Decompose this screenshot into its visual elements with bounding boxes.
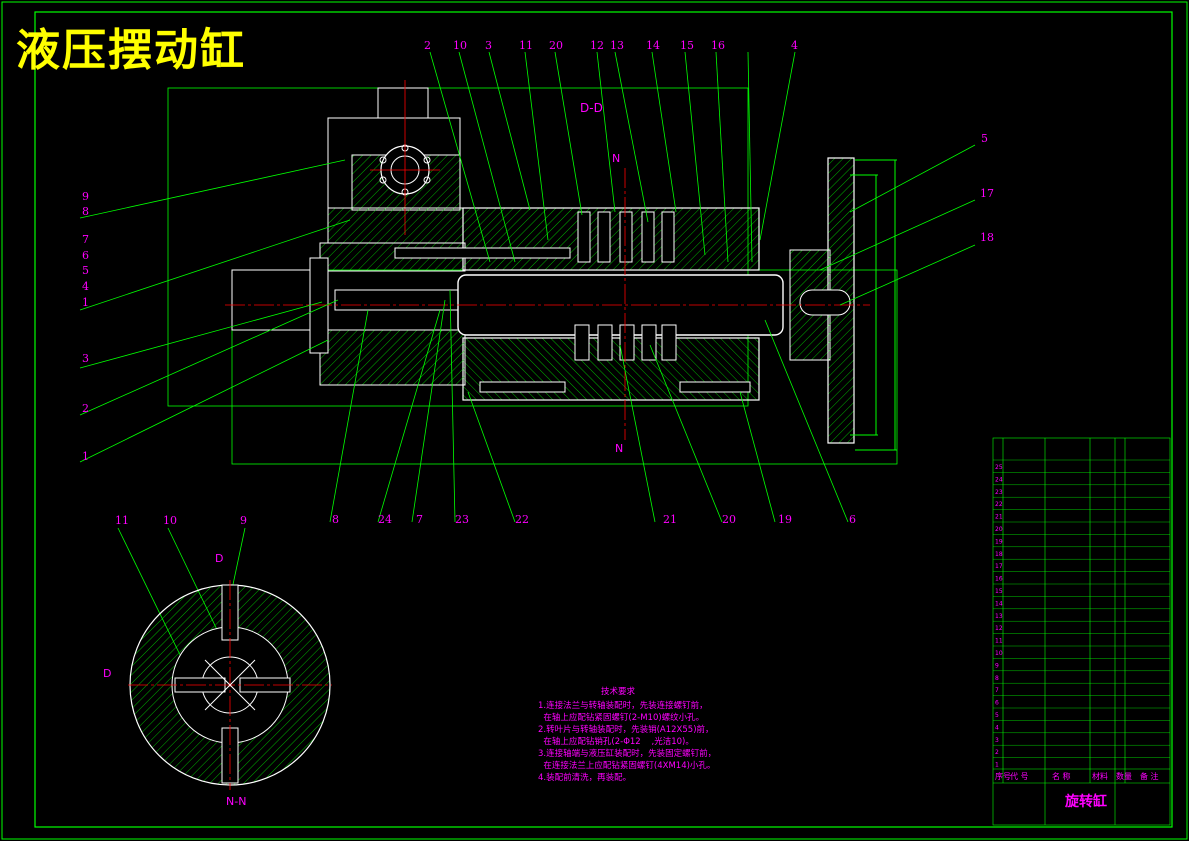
balloon-right: 18 [980,231,994,244]
balloon-bottom: 6 [849,513,856,526]
balloon-left: 8 [82,205,89,218]
bom-header: 备 注 [1140,771,1159,781]
tech-heading: 技术要求 [538,686,698,698]
balloon-left: 5 [82,264,89,277]
bom-header: 代 号 [1010,771,1029,781]
balloon-top: 11 [519,39,533,52]
bom-row-number: 9 [995,662,999,669]
balloon-top: 12 [590,39,604,52]
balloon-bottom: 20 [722,513,736,526]
bom-row-number: 19 [995,538,1003,545]
bom-table [993,438,1170,825]
balloon-left: 1 [82,450,89,463]
bom-row-number: 16 [995,576,1003,583]
bom-row-number: 2 [995,749,999,756]
tech-line: 1.连接法兰与转轴装配时，先装连接螺钉前， [538,700,716,712]
balloon-left: 2 [82,402,89,415]
bom-row-number: 12 [995,625,1003,632]
bom-row-number: 21 [995,514,1003,521]
balloon-bottom: 21 [663,513,677,526]
bom-rows: 2524232221201918171615141312111098765432… [993,460,1170,781]
tech-line: 3.连接轴端与液压缸装配时，先装固定螺钉前， [538,748,716,760]
balloon-top: 15 [680,39,694,52]
bom-row-number: 10 [995,650,1003,657]
technical-requirements: 技术要求 1.连接法兰与转轴装配时，先装连接螺钉前， 在轴上应配钻紧固螺钉(2-… [538,686,716,784]
drawing-title: 液压摆动缸 [16,14,246,78]
balloon-bottom: 24 [378,513,392,526]
balloon-bottom: 19 [778,513,792,526]
balloon-top: 16 [711,39,725,52]
balloon-top: 2 [424,39,431,52]
bom-row-number: 11 [995,638,1003,645]
tech-line: 4.装配前清洗，再装配。 [538,772,716,784]
section-dd-label: D-D [580,101,603,115]
section-d-left-label: D [103,667,111,680]
bom-header: 序号 [995,771,1011,781]
valve-block [328,80,463,243]
balloon-top: 14 [646,39,660,52]
balloon-top: 3 [485,39,492,52]
bom-row-number: 7 [995,687,999,694]
balloon-top: 20 [549,39,563,52]
bom-row-number: 5 [995,712,999,719]
balloon-left: 9 [82,190,89,203]
balloon-section: 11 [115,514,129,527]
balloon-left: 1 [82,296,89,309]
bom-header: 名 称 [1052,771,1071,781]
balloon-bottom: 23 [455,513,469,526]
bom-header: 材料 [1092,771,1108,781]
bom-row-number: 24 [995,476,1003,483]
bom-row-number: 25 [995,464,1003,471]
balloon-bottom: 22 [515,513,529,526]
section-n-bottom-label: N [615,442,623,455]
balloon-top: 4 [791,39,798,52]
bom-row-number: 22 [995,501,1003,508]
balloon-left: 4 [82,280,89,293]
balloon-section: 10 [163,514,177,527]
bom-row-number: 1 [995,762,999,769]
section-d-top-label: D [215,552,223,565]
balloon-right: 5 [981,132,988,145]
bom-row-number: 23 [995,489,1003,496]
bom-row-number: 4 [995,724,999,731]
tech-line: 在连接法兰上应配钻紧固螺钉(4XM14)小孔。 [538,760,716,772]
balloon-top: 13 [610,39,624,52]
title-block-name: 旋转缸 [1065,791,1107,811]
output-flange [790,158,897,450]
section-nn-label: N-N [226,795,246,808]
bom-row-number: 6 [995,700,999,707]
bom-row-number: 14 [995,600,1003,607]
tech-line: 在轴上应配钻销孔(2-Φ12 ,光洁10)。 [538,736,716,748]
balloon-left: 3 [82,352,89,365]
bom-header: 数量 [1116,771,1132,781]
bom-row-number: 18 [995,551,1003,558]
section-n-top-label: N [612,152,620,165]
balloon-left: 6 [82,249,89,262]
bom-row-number: 20 [995,526,1003,533]
bom-row-number: 13 [995,613,1003,620]
balloon-left: 7 [82,233,89,246]
balloon-top: 10 [453,39,467,52]
balloon-bottom: 8 [332,513,339,526]
balloon-right: 17 [980,187,994,200]
bom-row-number: 17 [995,563,1003,570]
bom-row-number: 3 [995,737,999,744]
bom-row-number: 8 [995,675,999,682]
balloon-bottom: 7 [416,513,423,526]
tech-line: 在轴上应配钻紧固螺钉(2-M10)螺纹小孔。 [538,712,716,724]
tech-line: 2.转叶片与转轴装配时，先装销(A12X55)前， [538,724,716,736]
bom-row-number: 15 [995,588,1003,595]
balloon-section: 9 [240,514,247,527]
